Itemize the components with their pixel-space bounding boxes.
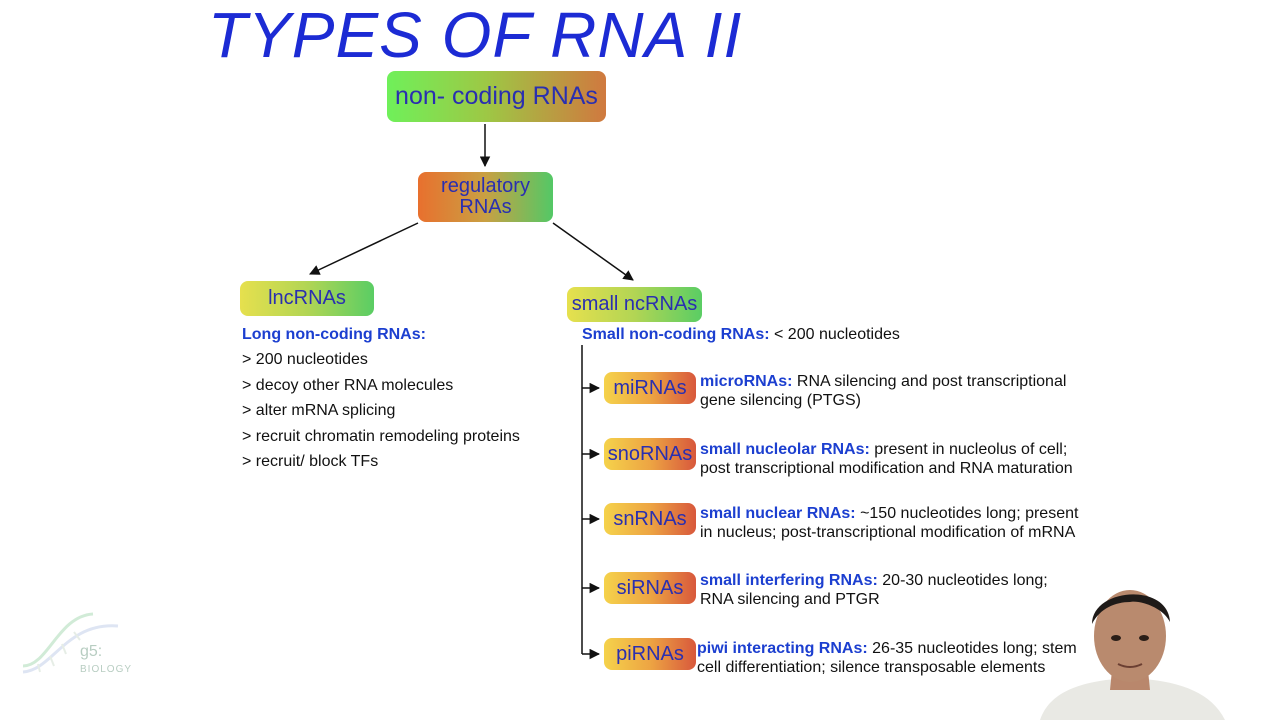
presenter-video-icon (1040, 590, 1225, 720)
snrnas-text: ~150 nucleotides long; present in nucleu… (700, 505, 1079, 541)
mirnas-description: microRNAs: RNA silencing and post transc… (700, 373, 1080, 410)
node-snrnas: snRNAs (604, 503, 696, 535)
mirnas-term: microRNAs: (700, 373, 793, 390)
node-sirnas: siRNAs (604, 572, 696, 604)
node-noncoding-rnas: non- coding RNAs (387, 71, 606, 122)
lnc-item: > 200 nucleotides (242, 351, 368, 368)
lnc-heading: Long non-coding RNAs: (242, 326, 426, 343)
arrow-regulatory-to-small (552, 222, 634, 281)
small-heading: Small non-coding RNAs: < 200 nucleotides (582, 326, 900, 344)
node-pirnas: piRNAs (604, 638, 696, 670)
snrnas-term: small nuclear RNAs: (700, 505, 856, 522)
sirnas-term: small interfering RNAs: (700, 572, 878, 589)
lnc-item: > recruit/ block TFs (242, 453, 379, 470)
small-heading-text: < 200 nucleotides (774, 326, 900, 343)
lnc-item: > alter mRNA splicing (242, 402, 396, 419)
dna-logo-icon (22, 612, 119, 674)
arrow-regulatory-to-lnc (309, 222, 419, 275)
sirnas-description: small interfering RNAs: 20-30 nucleotide… (700, 572, 1080, 609)
lnc-list: > 200 nucleotides > decoy other RNA mole… (242, 351, 542, 479)
snornas-description: small nucleolar RNAs: present in nucleol… (700, 441, 1080, 478)
node-lncrnas: lncRNAs (240, 281, 374, 316)
small-heading-term: Small non-coding RNAs: (582, 326, 770, 343)
node-regulatory-rnas: regulatory RNAs (418, 172, 553, 222)
logo-text: g5: (80, 643, 103, 660)
mirnas-text: RNA silencing and post transcriptional g… (700, 373, 1067, 409)
page-title: TYPES OF RNA II (208, 0, 743, 71)
sirnas-text: 20-30 nucleotides long; RNA silencing an… (700, 572, 1048, 608)
snornas-term: small nucleolar RNAs: (700, 441, 870, 458)
lnc-item: > recruit chromatin remodeling proteins (242, 427, 520, 445)
node-small-ncrnas: small ncRNAs (567, 287, 702, 322)
snrnas-description: small nuclear RNAs: ~150 nucleotides lon… (700, 505, 1080, 542)
pirnas-text: 26-35 nucleotides long; stem cell differ… (697, 640, 1077, 676)
lnc-item: > decoy other RNA molecules (242, 376, 454, 394)
snornas-text: present in nucleolus of cell; post trans… (700, 441, 1073, 477)
node-mirnas: miRNAs (604, 372, 696, 404)
pirnas-description: piwi interacting RNAs: 26-35 nucleotides… (697, 640, 1077, 677)
pirnas-term: piwi interacting RNAs: (697, 640, 868, 657)
logo-subtext: BIOLOGY (80, 664, 133, 675)
node-snornas: snoRNAs (604, 438, 696, 470)
